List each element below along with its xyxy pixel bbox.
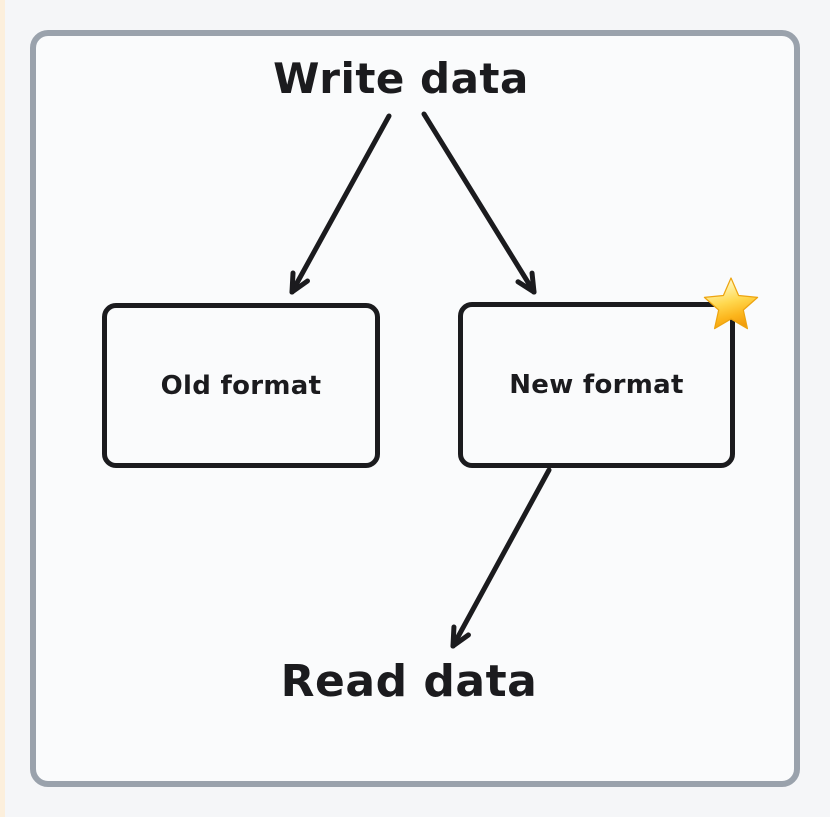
new-format-node: New format: [458, 302, 735, 468]
star-icon: [703, 277, 759, 330]
read-data-label: Read data: [280, 656, 538, 707]
old-format-node-label: Old format: [160, 370, 322, 401]
write-data-label: Write data: [273, 54, 529, 103]
new-format-node-label: New format: [509, 370, 684, 400]
left-edge-strip: [0, 0, 5, 817]
old-format-node: Old format: [102, 303, 380, 468]
